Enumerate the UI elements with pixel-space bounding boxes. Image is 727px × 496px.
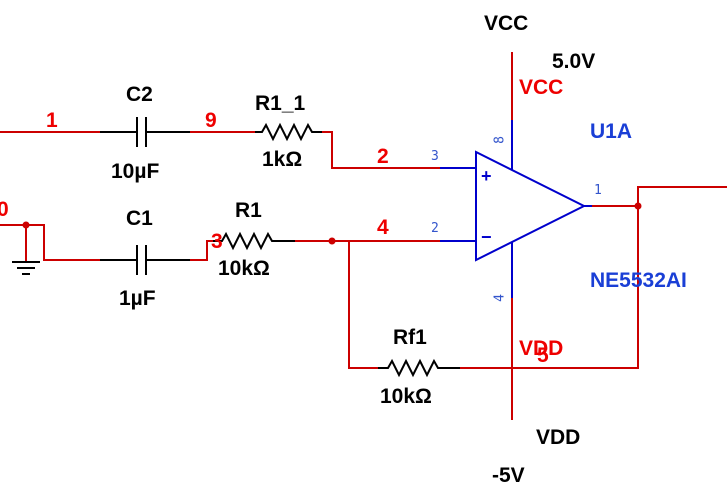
junction-dot-output <box>634 202 642 210</box>
c1-ref: C1 <box>126 207 153 230</box>
net-label-0: 0 <box>0 198 9 221</box>
resistor-rf1[interactable] <box>378 358 460 378</box>
pin-number-vpos: 8 <box>493 136 508 144</box>
capacitor-c2[interactable] <box>100 117 190 147</box>
net-label-3: 3 <box>211 230 223 253</box>
pin-number-output: 1 <box>594 183 602 198</box>
net-label-1: 1 <box>46 109 58 132</box>
net-label-5: 5 <box>537 344 549 367</box>
c1-value: 1µF <box>119 287 156 310</box>
resistor-r1[interactable] <box>213 231 295 251</box>
net-label-9: 9 <box>205 109 217 132</box>
pin-number-in-plus: 3 <box>431 149 439 164</box>
r1-1-ref: R1_1 <box>255 92 306 115</box>
vdd-net-label: VDD <box>519 337 563 360</box>
wire-net-3 <box>190 240 213 261</box>
vcc-title: VCC <box>484 12 528 35</box>
rf1-value: 10kΩ <box>380 385 432 408</box>
vdd-value: -5V <box>492 464 525 487</box>
pin-number-in-minus: 2 <box>431 221 439 236</box>
opamp-part: NE5532AI <box>590 269 687 292</box>
junction-dot-net-0 <box>22 221 30 229</box>
opamp-plus-sign: + <box>481 166 492 186</box>
wires <box>0 52 727 420</box>
junction-dot-net-4 <box>328 237 336 245</box>
wire-output <box>592 186 727 207</box>
vcc-value: 5.0V <box>552 50 595 73</box>
vcc-net-label: VCC <box>519 76 563 99</box>
opamp-triangle <box>475 150 587 262</box>
opamp-ref: U1A <box>590 120 632 143</box>
wire-feedback-right <box>460 206 639 369</box>
ground-symbol <box>12 261 40 275</box>
capacitor-c1[interactable] <box>100 245 190 275</box>
wire-net-2 <box>322 131 440 169</box>
net-label-2: 2 <box>377 145 389 168</box>
wire-feedback-left <box>348 241 378 369</box>
wire-net-0 <box>0 224 100 261</box>
opamp-minus-sign: − <box>481 227 492 247</box>
net-label-4: 4 <box>377 216 389 239</box>
resistor-r1-1[interactable] <box>255 122 322 142</box>
vdd-title: VDD <box>536 426 580 449</box>
r1-value: 10kΩ <box>218 257 270 280</box>
pin-number-vneg: 4 <box>493 294 508 302</box>
c2-ref: C2 <box>126 83 153 106</box>
r1-1-value: 1kΩ <box>262 148 302 171</box>
opamp-u1a[interactable] <box>440 120 592 298</box>
rf1-ref: Rf1 <box>393 326 427 349</box>
c2-value: 10µF <box>111 160 159 183</box>
r1-ref: R1 <box>235 199 262 222</box>
